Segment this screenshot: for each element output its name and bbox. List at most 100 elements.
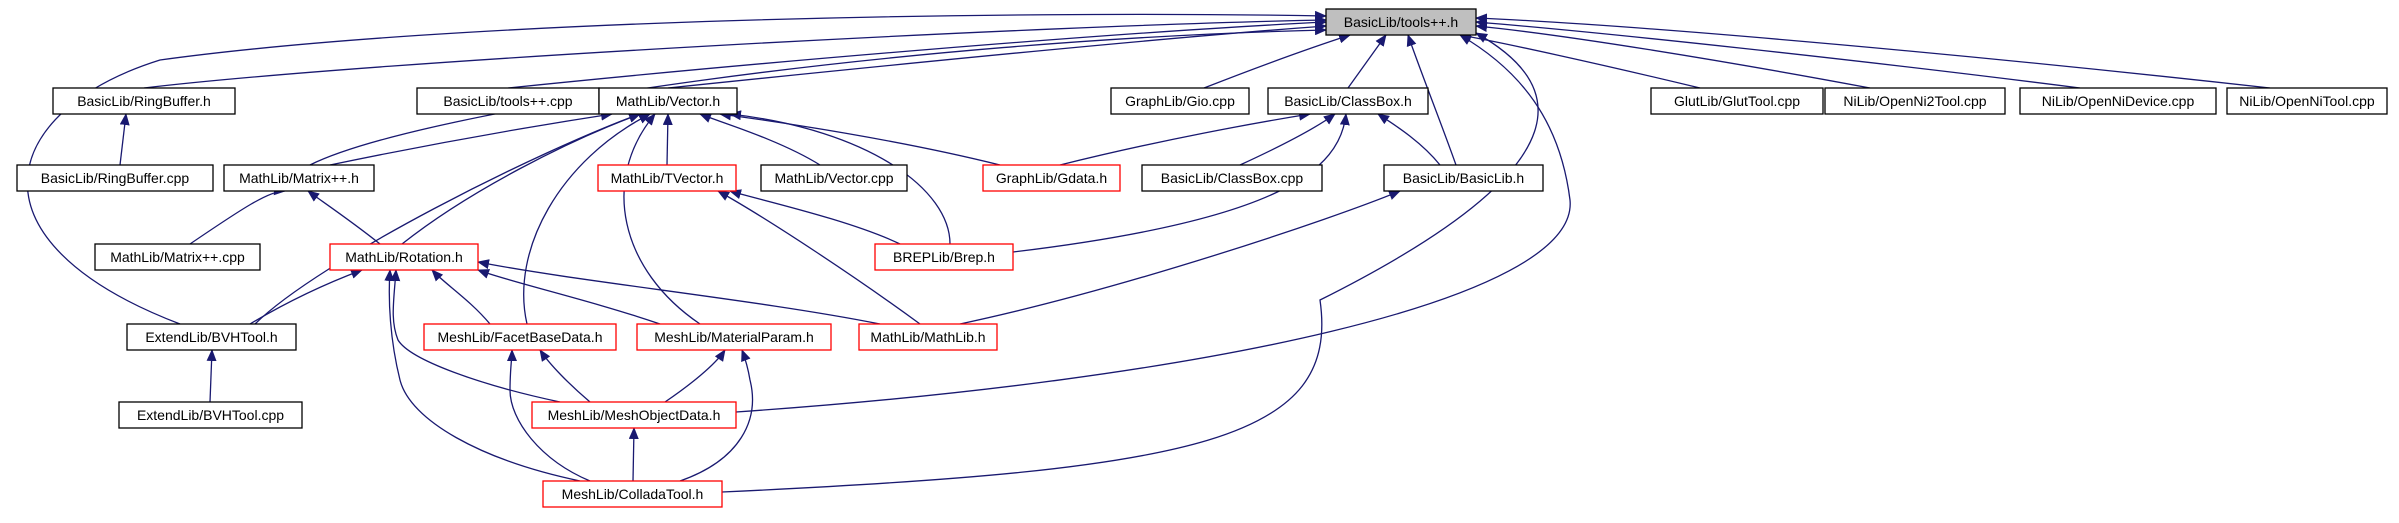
node-openni2tool-cpp[interactable]: NiLib/OpenNi2Tool.cpp (1824, 87, 2006, 115)
node-matrix-cpp[interactable]: MathLib/Matrix++.cpp (94, 243, 261, 271)
edge-classbox_h-to-tools_h (1347, 34, 1387, 89)
node-label: BasicLib/ClassBox.h (1284, 93, 1412, 109)
node-basiclib-h[interactable]: BasicLib/BasicLib.h (1383, 164, 1544, 192)
node-label: MathLib/TVector.h (611, 170, 724, 186)
node-label: MeshLib/MeshObjectData.h (548, 407, 721, 423)
edge-materialparam_h-to-rotation_h (477, 269, 661, 325)
node-tools-cpp[interactable]: BasicLib/tools++.cpp (416, 87, 600, 115)
node-openni-tool-cpp[interactable]: NiLib/OpenNiTool.cpp (2226, 87, 2388, 115)
node-label: MathLib/Rotation.h (345, 249, 463, 265)
node-vector-h[interactable]: MathLib/Vector.h (598, 87, 738, 115)
node-box (118, 401, 303, 429)
edge-openndevice_cpp-to-tools_h (1475, 17, 2081, 89)
edge-meshobject_h-to-rotation_h (390, 269, 561, 403)
node-meshobject-h[interactable]: MeshLib/MeshObjectData.h (531, 401, 737, 429)
edge-mathlib_h-to-tvector_h (717, 190, 921, 325)
node-label: BasicLib/tools++.h (1344, 14, 1458, 30)
node-openndevice-cpp[interactable]: NiLib/OpenNiDevice.cpp (2019, 87, 2217, 115)
node-box (423, 323, 617, 351)
node-ringbuffer-cpp[interactable]: BasicLib/RingBuffer.cpp (16, 164, 214, 192)
edge-mathlib_h-to-basiclib_h (959, 190, 1401, 325)
edge-brep_h-to-classbox_h (1012, 113, 1350, 253)
node-label: MeshLib/MaterialParam.h (654, 329, 814, 345)
node-ringbuffer-h[interactable]: BasicLib/RingBuffer.h (52, 87, 236, 115)
node-label: BasicLib/BasicLib.h (1403, 170, 1524, 186)
node-classbox-h[interactable]: BasicLib/ClassBox.h (1267, 87, 1429, 115)
node-box (329, 243, 479, 271)
node-box (1325, 8, 1477, 36)
edge-facetbase_h-to-rotation_h (431, 269, 491, 325)
edge-colladatool_h-to-materialparam_h (679, 349, 754, 482)
edge-openni2tool_cpp-to-tools_h (1475, 22, 1871, 89)
node-label: MathLib/Vector.h (616, 93, 720, 109)
node-box (52, 87, 236, 115)
node-gio-cpp[interactable]: GraphLib/Gio.cpp (1110, 87, 1250, 115)
node-label: ExtendLib/BVHTool.cpp (137, 407, 284, 423)
node-mathlib-h[interactable]: MathLib/MathLib.h (858, 323, 998, 351)
node-label: MeshLib/FacetBaseData.h (438, 329, 603, 345)
node-gluttool-cpp[interactable]: GlutLib/GlutTool.cpp (1650, 87, 1824, 115)
node-label: MathLib/MathLib.h (870, 329, 985, 345)
edge-materialparam_h-to-vector_h (623, 113, 701, 325)
node-label: BasicLib/ClassBox.cpp (1161, 170, 1304, 186)
edge-tvector_h-to-vector_h (662, 113, 673, 166)
edge-gdata_h-to-classbox_h (1059, 110, 1311, 166)
edge-classbox_cpp-to-classbox_h (1239, 113, 1336, 166)
edge-colladatool_h-to-rotation_h (384, 269, 581, 482)
node-colladatool-h[interactable]: MeshLib/ColladaTool.h (542, 480, 723, 508)
node-box (2226, 87, 2388, 115)
node-rotation-h[interactable]: MathLib/Rotation.h (329, 243, 479, 271)
node-tools-h: BasicLib/tools++.h (1325, 8, 1477, 36)
node-box (636, 323, 832, 351)
node-label: BREPLib/Brep.h (893, 249, 995, 265)
node-gdata-h[interactable]: GraphLib/Gdata.h (982, 164, 1121, 192)
node-label: ExtendLib/BVHTool.h (145, 329, 277, 345)
node-box (598, 87, 738, 115)
edge-meshobject_h-to-tools_h (735, 34, 1571, 413)
node-box (1267, 87, 1429, 115)
node-label: MeshLib/ColladaTool.h (562, 486, 704, 502)
node-box (416, 87, 600, 115)
edge-facetbase_h-to-vector_h (523, 113, 651, 325)
node-label: BasicLib/tools++.cpp (443, 93, 572, 109)
node-matrix-h[interactable]: MathLib/Matrix++.h (223, 164, 375, 192)
node-box (94, 243, 261, 271)
node-label: MathLib/Matrix++.h (239, 170, 359, 186)
node-label: GraphLib/Gdata.h (996, 170, 1107, 186)
node-box (1824, 87, 2006, 115)
edge-meshobject_h-to-facetbase_h (539, 349, 591, 403)
node-brep-h[interactable]: BREPLib/Brep.h (874, 243, 1014, 271)
edge-bvhtool_cpp-to-bvhtool_h (206, 349, 217, 403)
node-vector-cpp[interactable]: MathLib/Vector.cpp (760, 164, 908, 192)
edge-basiclib_h-to-classbox_h (1377, 113, 1441, 166)
node-bvhtool-h[interactable]: ExtendLib/BVHTool.h (126, 323, 297, 351)
node-box (542, 480, 723, 508)
node-label: GlutLib/GlutTool.cpp (1674, 93, 1800, 109)
node-box (874, 243, 1014, 271)
edge-brep_h-to-tvector_h (729, 189, 901, 245)
node-box (982, 164, 1121, 192)
edge-vector_cpp-to-vector_h (699, 113, 821, 166)
edge-colladatool_h-to-meshobject_h (628, 427, 639, 482)
edge-meshobject_h-to-materialparam_h (664, 349, 726, 403)
node-facetbase-h[interactable]: MeshLib/FacetBaseData.h (423, 323, 617, 351)
node-box (126, 323, 297, 351)
node-box (531, 401, 737, 429)
edge-gio_cpp-to-tools_h (1203, 33, 1351, 89)
edge-matrix_cpp-to-matrix_h (189, 185, 286, 245)
node-tvector-h[interactable]: MathLib/TVector.h (597, 164, 737, 192)
node-box (1110, 87, 1250, 115)
node-box (2019, 87, 2217, 115)
node-materialparam-h[interactable]: MeshLib/MaterialParam.h (636, 323, 832, 351)
edge-ringbuffer_cpp-to-ringbuffer_h (119, 113, 130, 166)
node-label: NiLib/OpenNiDevice.cpp (2042, 93, 2195, 109)
edge-mathlib_h-to-rotation_h (477, 259, 881, 325)
edge-bvhtool_h-to-rotation_h (249, 269, 363, 325)
node-classbox-cpp[interactable]: BasicLib/ClassBox.cpp (1141, 164, 1323, 192)
edge-matrix_h-to-tools_h (309, 25, 1327, 166)
node-bvhtool-cpp[interactable]: ExtendLib/BVHTool.cpp (118, 401, 303, 429)
edge-colladatool_h-to-tools_h (721, 32, 1539, 493)
edge-bvhtool_h-to-vector_h (254, 113, 641, 325)
